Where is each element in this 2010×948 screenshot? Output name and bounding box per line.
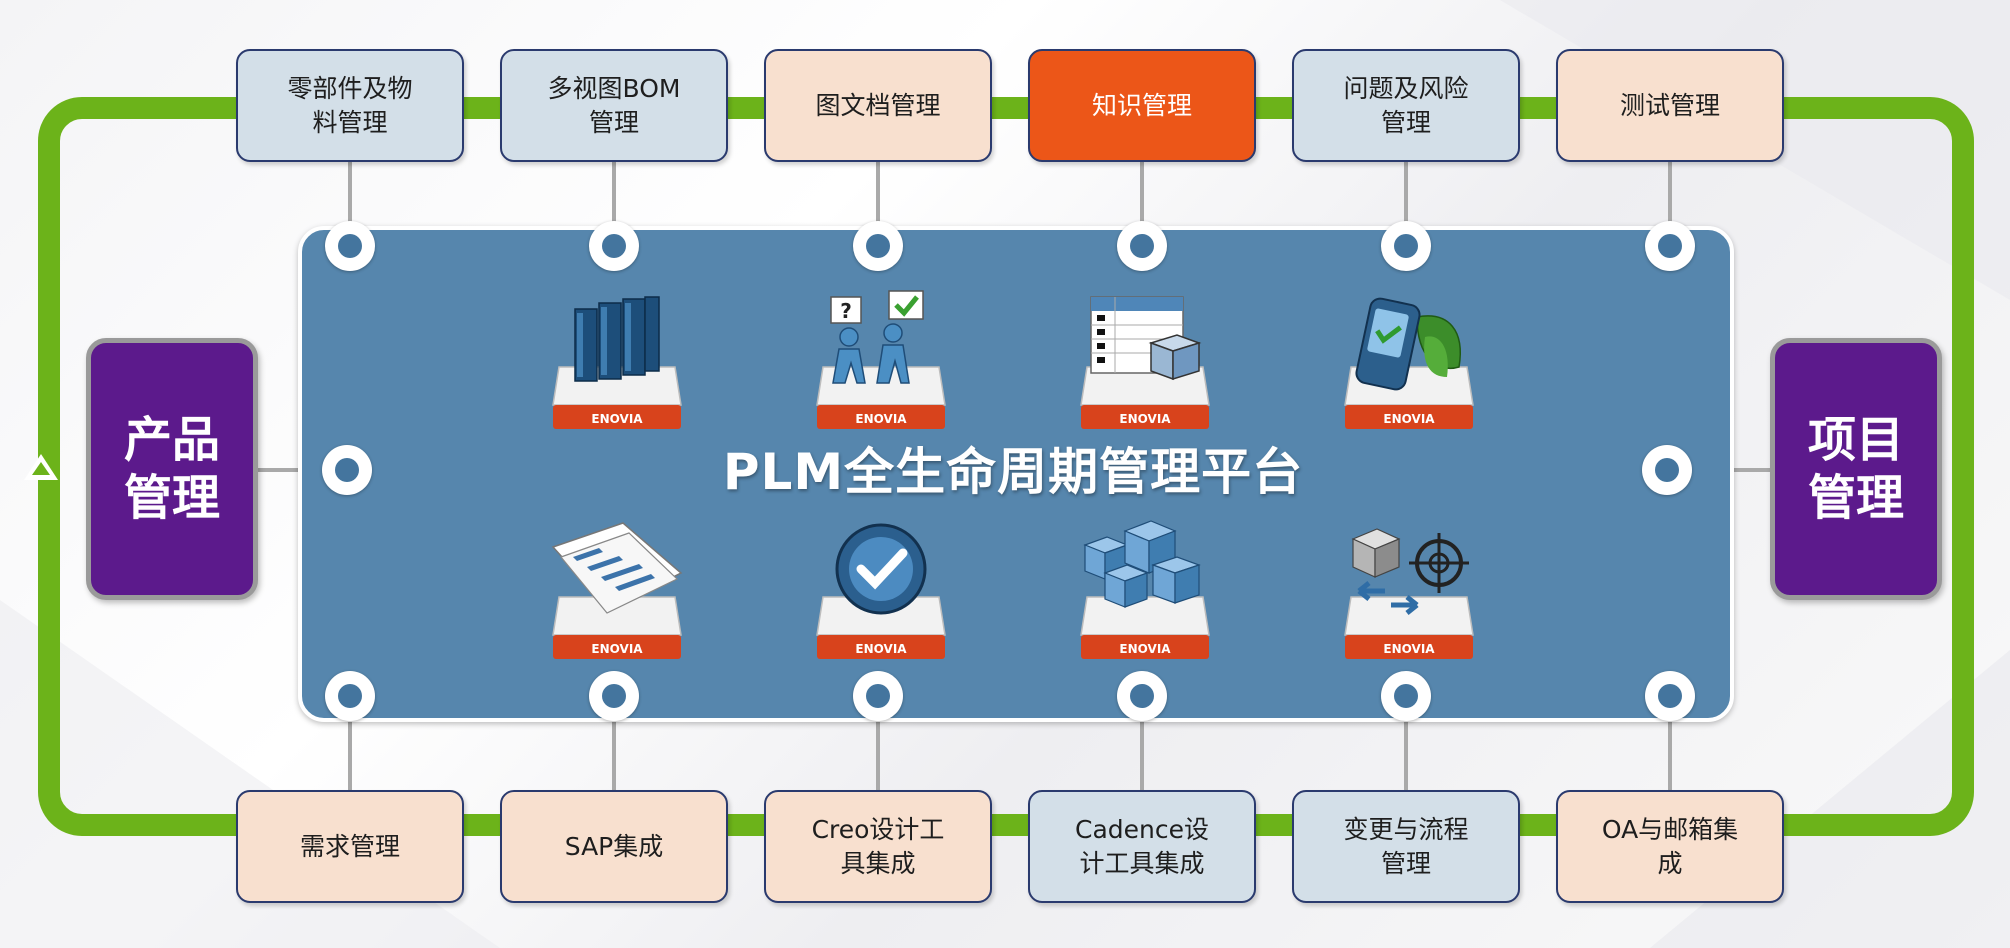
cube-assembly-icon[interactable]: ENOVIA [1075,517,1215,662]
cube-target-icon[interactable]: ENOVIA [1339,517,1479,662]
module-creo-integration[interactable]: Creo设计工具集成 [764,790,992,903]
connector-line [258,468,328,472]
svg-text:ENOVIA: ENOVIA [591,412,643,426]
module-drawings-documents[interactable]: 图文档管理 [764,49,992,162]
connector-ring [1645,671,1695,721]
module-testing[interactable]: 测试管理 [1556,49,1784,162]
platform-title: PLM全生命周期管理平台 [722,443,1304,501]
module-issues-risks[interactable]: 问题及风险管理 [1292,49,1520,162]
connector-line [1404,160,1408,230]
connector-ring [853,221,903,271]
project-management-box[interactable]: 项目 管理 [1770,338,1942,600]
svg-text:ENOVIA: ENOVIA [1119,412,1171,426]
check-clock-icon[interactable]: ENOVIA [811,517,951,662]
connector-line [348,710,352,790]
module-requirements[interactable]: 需求管理 [236,790,464,903]
svg-text:ENOVIA: ENOVIA [855,642,907,656]
connector-ring [853,671,903,721]
module-parts-materials[interactable]: 零部件及物料管理 [236,49,464,162]
gantt-documents-icon[interactable]: ENOVIA [547,517,687,662]
device-leaf-icon[interactable]: ENOVIA [1339,287,1479,432]
connector-line [876,160,880,230]
connector-ring [322,445,372,495]
connector-line [876,710,880,790]
svg-text:?: ? [840,299,852,323]
svg-text:ENOVIA: ENOVIA [855,412,907,426]
connector-line [612,160,616,230]
module-oa-mail-integration[interactable]: OA与邮箱集成 [1556,790,1784,903]
connector-ring [1381,671,1431,721]
module-knowledge[interactable]: 知识管理 [1028,49,1256,162]
connector-line [1404,710,1408,790]
connector-ring [1642,445,1692,495]
svg-text:ENOVIA: ENOVIA [591,642,643,656]
connector-ring [1117,671,1167,721]
loop-arrow-icon [24,454,58,480]
connector-ring [589,671,639,721]
connector-line [1668,710,1672,790]
module-sap-integration[interactable]: SAP集成 [500,790,728,903]
connector-line [1140,710,1144,790]
module-change-workflow[interactable]: 变更与流程管理 [1292,790,1520,903]
connector-line [1668,160,1672,230]
svg-text:ENOVIA: ENOVIA [1383,642,1435,656]
table-cubes-icon[interactable]: ENOVIA [1075,287,1215,432]
connector-line [1140,160,1144,230]
connector-ring [325,221,375,271]
connector-line [348,160,352,230]
product-management-box[interactable]: 产品 管理 [86,338,258,600]
people-checklist-icon[interactable]: ENOVIA ? [811,287,951,432]
svg-text:ENOVIA: ENOVIA [1119,642,1171,656]
books-icon[interactable]: ENOVIA [547,287,687,432]
connector-ring [1645,221,1695,271]
module-cadence-integration[interactable]: Cadence设计工具集成 [1028,790,1256,903]
connector-line [612,710,616,790]
svg-text:ENOVIA: ENOVIA [1383,412,1435,426]
plm-platform-panel [298,226,1734,722]
connector-ring [589,221,639,271]
connector-ring [1381,221,1431,271]
connector-ring [325,671,375,721]
connector-ring [1117,221,1167,271]
